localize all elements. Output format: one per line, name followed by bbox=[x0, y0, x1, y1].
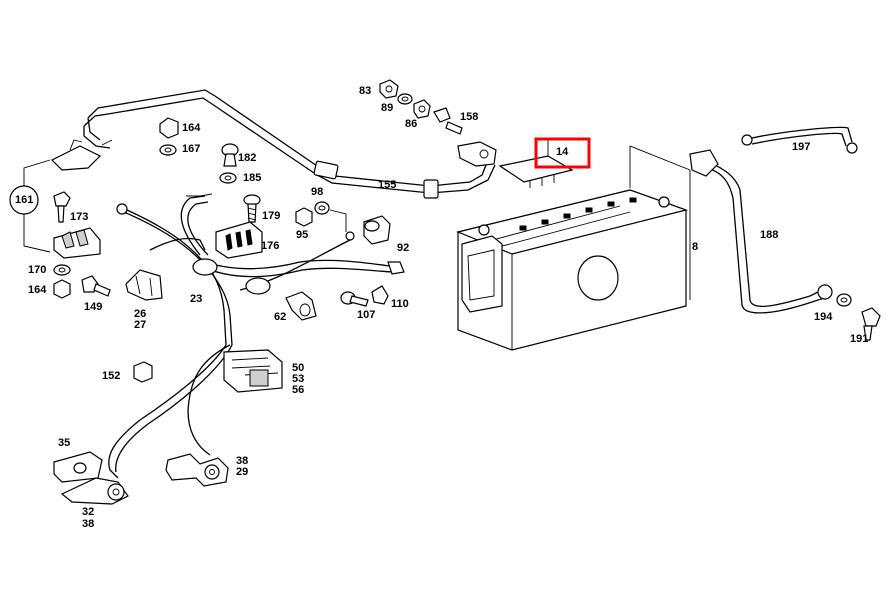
multi-pin-connector bbox=[223, 349, 283, 393]
cable-sleeve bbox=[313, 160, 339, 180]
callout-173[interactable]: 173 bbox=[70, 211, 88, 223]
callout-53[interactable]: 53 bbox=[292, 373, 304, 385]
callout-8[interactable]: 8 bbox=[692, 241, 698, 253]
leader-lines bbox=[101, 139, 213, 197]
nut-86 bbox=[413, 99, 431, 119]
callout-167[interactable]: 167 bbox=[182, 143, 200, 155]
screw-179 bbox=[243, 194, 261, 223]
boot-92 bbox=[363, 215, 391, 245]
washer-167 bbox=[159, 144, 177, 156]
bolt-107 bbox=[340, 291, 369, 307]
ring-terminal-2 bbox=[345, 231, 355, 241]
callout-188[interactable]: 188 bbox=[760, 229, 778, 241]
callout-26[interactable]: 26 bbox=[134, 308, 146, 320]
callout-149[interactable]: 149 bbox=[84, 301, 102, 313]
callout-83[interactable]: 83 bbox=[359, 85, 371, 97]
callout-labels: 83 89 86 158 14 197 164 167 182 185 161 … bbox=[15, 85, 868, 530]
ring-terminal bbox=[116, 203, 128, 215]
callout-164-bottom[interactable]: 164 bbox=[28, 284, 47, 296]
connector-38-29 bbox=[165, 453, 229, 487]
ring-terminal-197a bbox=[741, 134, 753, 146]
callout-14[interactable]: 14 bbox=[556, 146, 569, 158]
callout-194[interactable]: 194 bbox=[814, 311, 833, 323]
callout-27[interactable]: 27 bbox=[134, 319, 146, 331]
battery-indicator-eye bbox=[577, 255, 619, 301]
callout-191[interactable]: 191 bbox=[850, 333, 868, 345]
callout-56[interactable]: 56 bbox=[292, 384, 304, 396]
cable-grommet bbox=[423, 179, 439, 199]
callout-185[interactable]: 185 bbox=[243, 172, 261, 184]
callout-38-connector[interactable]: 38 bbox=[236, 455, 248, 467]
callout-176[interactable]: 176 bbox=[261, 240, 279, 252]
bolt-158 bbox=[433, 107, 463, 135]
terminal-clamp-left bbox=[457, 141, 497, 167]
harness-clip bbox=[192, 258, 218, 276]
callout-50[interactable]: 50 bbox=[292, 362, 304, 374]
fuse-block bbox=[53, 227, 101, 259]
nut-164 bbox=[53, 279, 71, 299]
bolt-191 bbox=[861, 307, 881, 341]
callout-179[interactable]: 179 bbox=[262, 210, 280, 222]
washer-194 bbox=[836, 293, 852, 307]
circle-callout-161 bbox=[9, 159, 51, 253]
callout-161[interactable]: 161 bbox=[15, 194, 33, 206]
callout-62[interactable]: 62 bbox=[274, 311, 286, 323]
callout-152[interactable]: 152 bbox=[102, 370, 120, 382]
bolt-149 bbox=[81, 275, 111, 297]
callout-95[interactable]: 95 bbox=[296, 229, 308, 241]
callout-158[interactable]: 158 bbox=[460, 111, 478, 123]
part-176-bracket bbox=[215, 221, 263, 259]
washer-185 bbox=[219, 172, 237, 184]
sensor-32-38 bbox=[60, 477, 129, 505]
washer-170 bbox=[53, 264, 71, 276]
screw-182 bbox=[221, 143, 239, 167]
clip-110 bbox=[371, 285, 389, 305]
callout-164-top[interactable]: 164 bbox=[182, 122, 201, 134]
nut-83 bbox=[379, 79, 399, 99]
callout-110[interactable]: 110 bbox=[391, 298, 409, 310]
wiring-harness-loop bbox=[83, 89, 496, 199]
callout-89[interactable]: 89 bbox=[381, 102, 393, 114]
sensor-35 bbox=[53, 451, 103, 483]
callout-197[interactable]: 197 bbox=[792, 141, 810, 153]
clamp-terminal bbox=[689, 149, 719, 177]
callout-38-sensor[interactable]: 38 bbox=[82, 518, 94, 530]
callout-29[interactable]: 29 bbox=[236, 466, 248, 478]
battery bbox=[456, 145, 691, 351]
callout-170[interactable]: 170 bbox=[28, 264, 46, 276]
callout-92[interactable]: 92 bbox=[397, 242, 409, 254]
cover-plate bbox=[50, 139, 102, 171]
battery-terminal-negative bbox=[658, 196, 670, 208]
callout-23[interactable]: 23 bbox=[190, 293, 202, 305]
wire-end-terminal bbox=[387, 261, 405, 275]
washer-89 bbox=[397, 93, 413, 105]
bolt-164 bbox=[159, 117, 179, 139]
highlight-box-14 bbox=[534, 137, 591, 169]
callout-182[interactable]: 182 bbox=[238, 152, 256, 164]
callout-107[interactable]: 107 bbox=[357, 309, 375, 321]
ring-terminal-188 bbox=[817, 284, 833, 300]
callout-32[interactable]: 32 bbox=[82, 506, 94, 518]
screw-173 bbox=[53, 191, 71, 223]
battery-terminal-positive bbox=[478, 224, 490, 236]
battery-cell-caps bbox=[519, 197, 637, 231]
part-14-strip bbox=[498, 140, 574, 188]
callout-155[interactable]: 155 bbox=[378, 179, 396, 191]
lower-harness bbox=[108, 195, 405, 479]
harness-clip-2 bbox=[245, 277, 271, 295]
callout-35[interactable]: 35 bbox=[58, 437, 70, 449]
battery-handle bbox=[461, 235, 503, 313]
washer-98 bbox=[314, 201, 347, 232]
ground-cable bbox=[689, 126, 858, 314]
nut-152 bbox=[133, 361, 153, 383]
nut-95 bbox=[295, 207, 313, 227]
clip-62 bbox=[285, 291, 317, 321]
callout-98[interactable]: 98 bbox=[311, 186, 323, 198]
clamp-26-27 bbox=[125, 269, 163, 301]
ring-terminal-197b bbox=[846, 142, 858, 154]
callout-86[interactable]: 86 bbox=[405, 118, 417, 130]
